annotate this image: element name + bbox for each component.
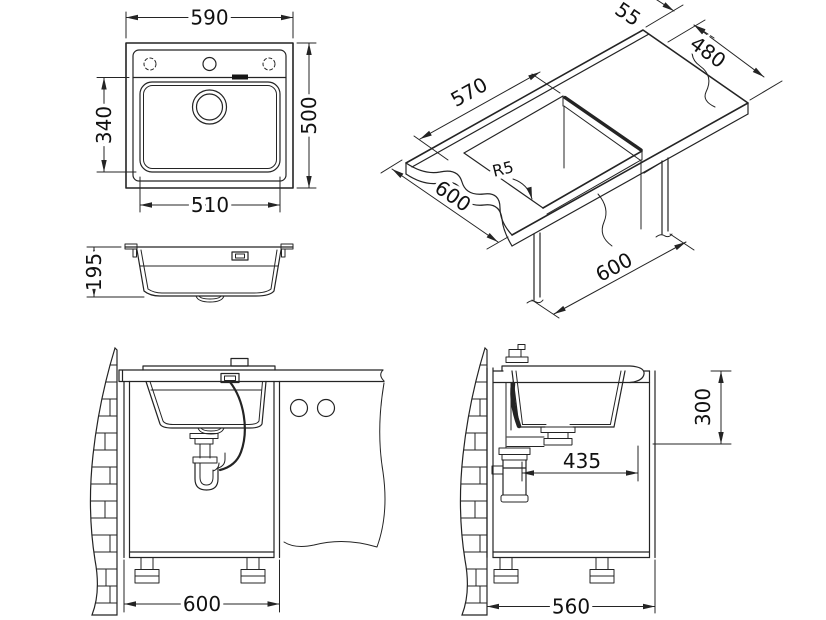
- siphon-trap: [189, 380, 246, 491]
- dim-outer-depth: 500: [297, 96, 321, 134]
- side-install-view: 300 435 560: [454, 344, 732, 620]
- overflow-hose: [218, 380, 246, 472]
- overflow-window: [231, 251, 249, 261]
- dim-bowl-width: 510: [191, 193, 229, 217]
- dim-cabinet-width-front: 600: [183, 592, 221, 616]
- drain-assembly-side: [491, 381, 576, 503]
- dim-cutout-width: 570: [446, 72, 491, 112]
- overflow-pipe: [510, 381, 522, 429]
- top-view: 590 500 340 510: [89, 2, 325, 221]
- dim-outer-width: 590: [190, 6, 228, 30]
- dim-trap-to-front: 435: [563, 449, 601, 473]
- drain-circle: [191, 89, 228, 125]
- dim-back-edge-offset: 55: [611, 0, 646, 31]
- iso-view: 55 480 570 R5 600 600: [380, 0, 783, 319]
- overflow-mark: [232, 74, 248, 80]
- tap-hole-left-dashed: [143, 57, 157, 71]
- cabinet-feet-front: [134, 557, 266, 584]
- sink-rim-front: [142, 365, 276, 371]
- dim-counter-depth: 600: [430, 175, 475, 216]
- tap-hole-center: [202, 56, 217, 72]
- faucet-symbol: [505, 344, 529, 363]
- brick-wall-side: [454, 348, 487, 615]
- dim-bowl-depth: 340: [92, 106, 116, 144]
- dim-corner-radius: R5: [490, 157, 515, 181]
- front-section-view: 195: [79, 243, 294, 303]
- sink-rim-side: [501, 365, 645, 384]
- tap-hole-right-dashed: [262, 57, 276, 71]
- dim-rim-to-outlet: 300: [691, 388, 715, 426]
- brick-wall-front: [84, 348, 117, 615]
- pipe-hole-right: [316, 398, 336, 418]
- pipe-hole-left: [289, 398, 309, 418]
- dim-cutout-depth: 480: [685, 31, 730, 73]
- cutout: [463, 95, 564, 154]
- dim-cabinet-depth: 560: [552, 595, 590, 619]
- bowl-outline: [139, 81, 281, 173]
- tap-boss: [230, 357, 249, 367]
- front-install-view: 600: [84, 348, 386, 620]
- dim-bowl-height: 195: [82, 253, 106, 291]
- drain-bump: [195, 295, 225, 303]
- cabinet-feet-side: [493, 557, 615, 584]
